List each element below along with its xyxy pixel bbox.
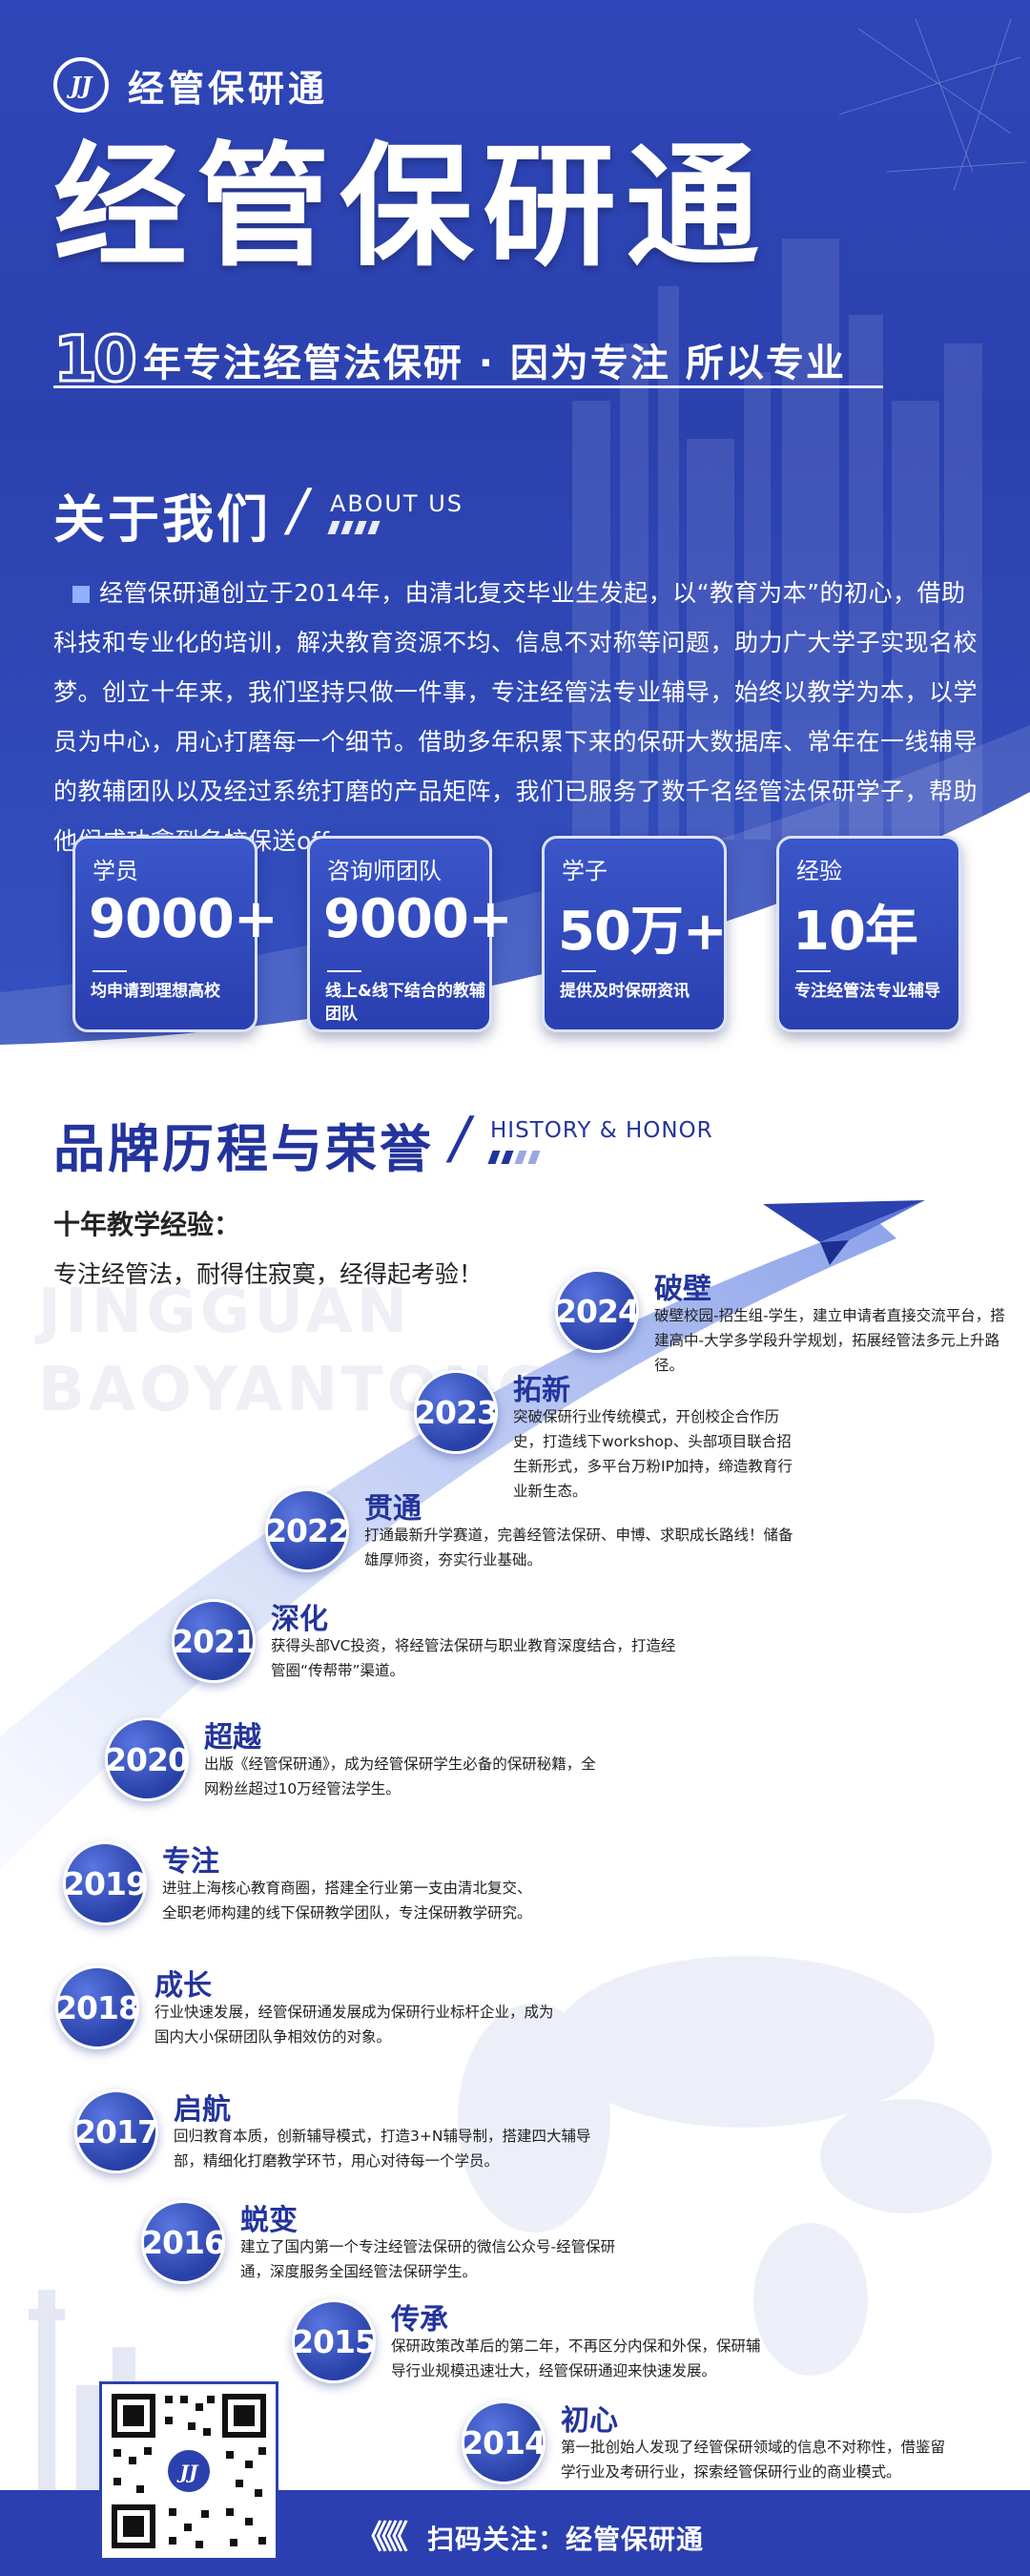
milestone-title: 超越: [204, 1721, 261, 1755]
year-badge: 2023: [414, 1370, 499, 1454]
stat-divider: [93, 970, 127, 972]
stat-card: 学子 50万+ 提供及时保研资讯: [542, 836, 728, 1032]
milestone-title: 成长: [154, 1969, 212, 2003]
brand-name: 经管保研通: [128, 67, 329, 110]
footer-cta: 扫码关注：经管保研通: [427, 2524, 705, 2555]
world-map-decoration: [458, 1956, 992, 2376]
milestone-title: 启航: [174, 2093, 231, 2127]
about-title: 关于我们: [53, 489, 271, 550]
history-title-slash: /: [450, 1105, 470, 1172]
qr-code-icon[interactable]: JJ: [99, 2381, 278, 2561]
stat-value: 50万+: [558, 901, 728, 963]
milestone-desc: 行业快速发展，经管保研通发展成为保研行业标杆企业，成为国内大小保研团队争相效仿的…: [154, 2004, 554, 2046]
milestone-desc: 保研政策改革后的第二年，不再区分内保和外保，保研辅导行业规模迅速壮大，经管保研通…: [391, 2337, 761, 2379]
hero-white-curve: [0, 792, 1030, 1069]
milestone-desc: 出版《经管保研通》，成为经管保研学生必备的保研秘籍，全网粉丝超过10万经管法学生…: [204, 1755, 596, 1797]
stat-desc: 均申请到理想高校: [91, 982, 220, 1001]
milestone-title: 传承: [391, 2303, 448, 2337]
year-badge: 2024: [555, 1269, 640, 1353]
history-subtitle-en: HISTORY & HONOR: [490, 1118, 713, 1143]
stat-divider: [562, 970, 596, 972]
milestone-desc: 回归教育本质，创新辅导模式，打造3+N辅导制，搭建四大辅导部，精细化打磨教学环节…: [174, 2128, 591, 2170]
year-badge: 2014: [462, 2400, 546, 2484]
history-deco-bars: [487, 1151, 541, 1164]
history-intro-title: 十年教学经验：: [53, 1209, 241, 1240]
stat-divider: [796, 970, 831, 972]
milestone-desc: 突破保研行业传统模式，开创校企合作历史，打造线下workshop、头部项目联合招…: [513, 1408, 793, 1500]
qr-logo: JJ: [176, 2461, 199, 2483]
milestone-desc: 获得头部VC投资，将经管法保研与职业教育深度结合，打造经管圈“传帮带”渠道。: [271, 1637, 676, 1679]
milestone-desc: 建立了国内第一个专注经管法保研的微信公众号-经管保研通，深度服务全国经管法保研学…: [240, 2238, 616, 2280]
history-intro-subtitle: 专注经管法，耐得住寂寞，经得起考验！: [53, 1260, 484, 1288]
stat-card: 学员 9000+ 均申请到理想高校: [72, 836, 278, 1032]
year-badge: 2015: [292, 2299, 377, 2383]
year-badge: 2017: [74, 2089, 159, 2173]
year-badge: 2021: [172, 1599, 257, 1683]
year-badge: 2022: [265, 1488, 350, 1572]
milestone-title: 破壁: [654, 1273, 711, 1306]
stat-desc: 线上&线下结合的教辅团队: [325, 982, 485, 1024]
about-deco-bars: [327, 521, 381, 534]
skyline-decoration: [0, 18, 1030, 1059]
stat-card: 经验 10年 专注经管法专业辅导: [776, 836, 961, 1032]
milestone-desc: 打通最新升学赛道，完善经管法保研、申博、求职成长路线！储备雄厚师资，夯实行业基础…: [364, 1527, 793, 1568]
jj-logo-icon: JJ: [53, 57, 109, 113]
slogan-number: 10: [52, 322, 139, 396]
about-paragraph: 经管保研通创立于2014年，由清北复交毕业生发起，以“教育为本”的初心，借助科技…: [53, 569, 978, 866]
history-title: 品牌历程与荣誉: [53, 1119, 434, 1179]
timeline-curve: [0, 1200, 992, 2576]
about-paragraph-text: 经管保研通创立于2014年，由清北复交毕业生发起，以“教育为本”的初心，借助科技…: [53, 579, 978, 855]
milestone-title: 贯通: [364, 1492, 422, 1526]
year-badge: 2019: [63, 1841, 148, 1925]
about-subtitle-en: ABOUT US: [330, 490, 464, 517]
stat-label: 学员: [93, 858, 138, 884]
bullet-square-icon: [72, 586, 90, 603]
stat-desc: 提供及时保研资讯: [560, 982, 690, 1001]
stat-divider: [327, 970, 361, 972]
chevrons-left-icon: 《《《: [355, 2519, 408, 2557]
slogan-text: 年专注经管法保研 · 因为专注 所以专业: [142, 342, 846, 385]
stat-value: 9000+: [89, 888, 278, 950]
milestone-title: 深化: [271, 1603, 328, 1636]
stat-desc: 专注经管法专业辅导: [794, 982, 940, 1001]
stat-label: 经验: [796, 858, 842, 884]
milestone-desc: 第一批创始人发现了经管保研领域的信息不对称性，借鉴留学行业及考研行业，探索经管保…: [561, 2439, 946, 2481]
paper-plane-icon: [763, 1200, 925, 1265]
milestone-title: 拓新: [513, 1374, 570, 1407]
year-badge: 2020: [105, 1717, 190, 1801]
stats-row: 学员 9000+ 均申请到理想高校 咨询师团队 9000+ 线上&线下结合的教辅…: [72, 836, 961, 1032]
brand-header: JJ 经管保研通: [53, 57, 328, 113]
stat-label: 咨询师团队: [327, 858, 442, 884]
year-badge: 2018: [55, 1965, 140, 2049]
slogan-underline: [53, 385, 883, 388]
stat-value: 10年: [793, 901, 918, 963]
milestone-title: 初心: [561, 2404, 618, 2438]
milestone-desc: 进驻上海核心教育商圈，搭建全行业第一支由清北复交、全职老师构建的线下保研教学团队…: [162, 1880, 532, 1922]
stat-value: 9000+: [323, 888, 513, 950]
stat-label: 学子: [562, 858, 608, 884]
about-title-slash: /: [288, 477, 308, 544]
hero-slogan: 10 年专注经管法保研 · 因为专注 所以专业: [52, 322, 846, 396]
year-badge: 2016: [141, 2200, 226, 2284]
milestone-title: 专注: [162, 1845, 219, 1879]
stat-card: 咨询师团队 9000+ 线上&线下结合的教辅团队: [307, 836, 513, 1032]
milestone-title: 蜕变: [240, 2204, 298, 2237]
hero-title: 经管保研通: [53, 130, 770, 285]
milestone-desc: 破壁校园-招生组-学生，建立申请者直接交流平台，搭建高中-大学多学段升学规划，拓…: [654, 1307, 1005, 1374]
